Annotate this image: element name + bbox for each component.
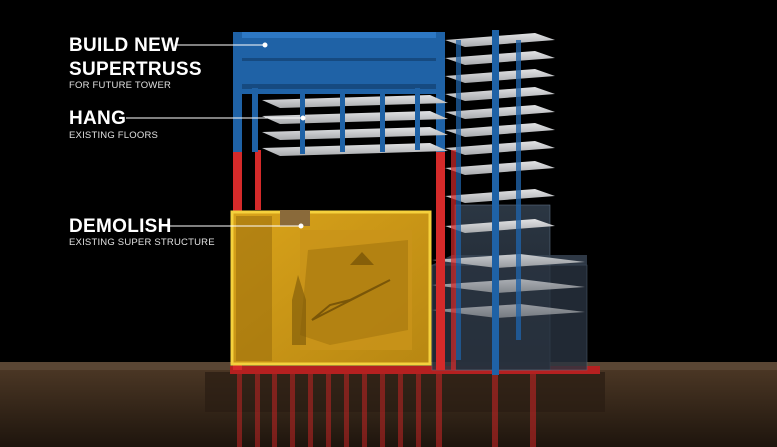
leader-hang-dot xyxy=(300,115,306,121)
build-subtitle: FOR FUTURE TOWER xyxy=(69,80,172,91)
demolish-block xyxy=(230,210,432,366)
build-title-line1: BUILD NEW xyxy=(69,35,180,56)
hung-floors xyxy=(262,88,448,156)
hang-title: HANG xyxy=(69,108,127,129)
leader-demolish-dot xyxy=(298,223,304,229)
leader-build-dot xyxy=(262,42,268,48)
demolish-title: DEMOLISH xyxy=(69,216,172,237)
right-tower-slabs xyxy=(432,33,585,318)
right-tower-columns xyxy=(456,30,521,375)
build-title-line2: SUPERTRUSS xyxy=(69,59,202,80)
ground xyxy=(0,362,777,447)
hang-subtitle: EXISTING FLOORS xyxy=(69,130,159,141)
supertruss xyxy=(233,32,445,152)
foundation-piles xyxy=(230,366,600,447)
demolish-subtitle: EXISTING SUPER STRUCTURE xyxy=(69,237,215,248)
leader-lines xyxy=(126,42,306,229)
